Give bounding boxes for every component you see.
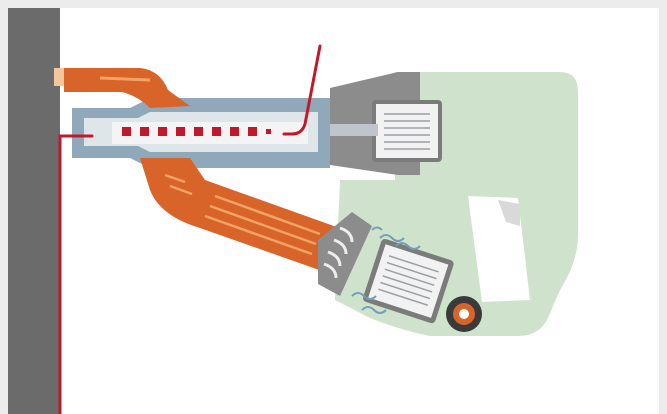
coil-segment <box>158 127 167 136</box>
contact-tab <box>54 68 64 86</box>
coil-segment <box>212 127 221 136</box>
motor-coil-box <box>376 104 438 158</box>
coil-segment <box>140 127 149 136</box>
dial-icon <box>446 296 482 332</box>
coil-segment <box>266 129 271 134</box>
drive-shaft <box>326 124 378 136</box>
wall-surface <box>8 8 60 414</box>
coil-segment <box>230 127 239 136</box>
heating-coil-icon <box>112 122 308 144</box>
coil-segment <box>122 127 131 136</box>
coil-segment <box>194 127 203 136</box>
coil-segment <box>176 127 185 136</box>
dial-center <box>459 309 469 319</box>
coil-segment <box>248 127 257 136</box>
upper-heat-streak <box>100 78 150 80</box>
